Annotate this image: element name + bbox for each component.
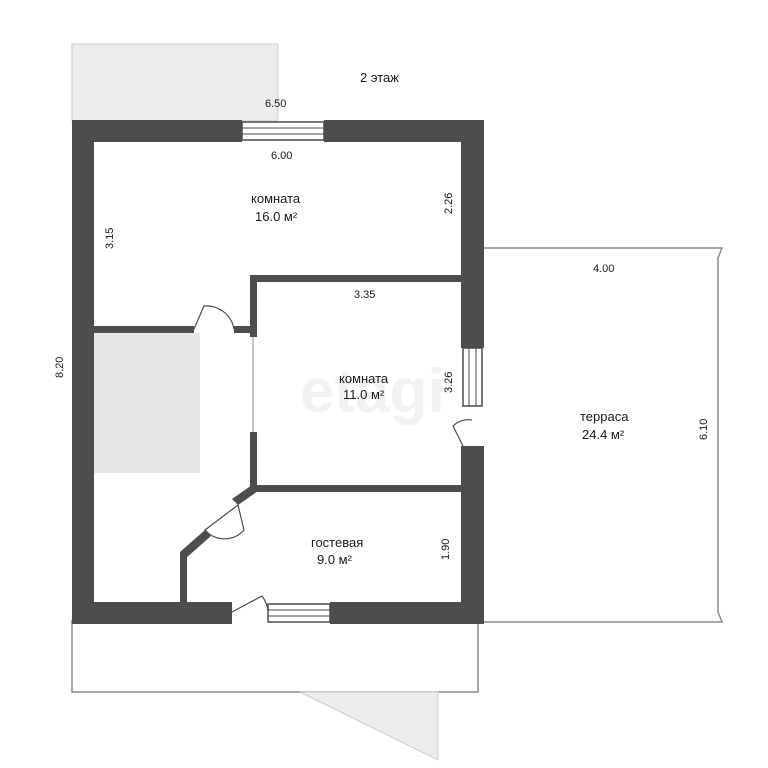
dim-room2-height: 3.26 <box>443 372 455 393</box>
right-window <box>462 347 483 407</box>
stair-door <box>193 305 235 330</box>
dim-room1-left: 3.15 <box>104 228 116 249</box>
bottom-door <box>231 595 269 613</box>
guest-name: гостевая <box>311 535 363 550</box>
guest-area: 9.0 м² <box>317 552 353 567</box>
terrace-area: 24.4 м² <box>582 427 625 442</box>
dim-outer-top: 6.50 <box>265 98 286 110</box>
floor-title: 2 этаж <box>360 70 399 85</box>
terrace-name: терраса <box>580 409 629 424</box>
top-window <box>241 121 325 141</box>
bottom-window <box>267 603 331 623</box>
watermark: etagi <box>300 357 445 426</box>
terrace-door <box>452 419 473 447</box>
stair-area <box>94 333 200 473</box>
guest-door <box>204 503 245 540</box>
dim-terrace-width: 4.00 <box>593 263 614 275</box>
room1-area: 16.0 м² <box>255 209 298 224</box>
dim-room2-width: 3.35 <box>354 289 375 301</box>
outer-walls <box>72 120 484 624</box>
room1-name: комната <box>251 191 301 206</box>
room2-area: 11.0 м² <box>343 387 385 402</box>
dim-room1-right: 2.26 <box>443 193 455 214</box>
lower-slope-balcony <box>299 691 439 761</box>
terrace-outline <box>480 247 724 623</box>
interior-walls <box>94 275 463 604</box>
dim-terrace-height: 6.10 <box>698 419 710 440</box>
room2-name: комната <box>339 371 389 386</box>
dim-guest-height: 1.90 <box>440 539 452 560</box>
lower-balcony <box>71 620 479 693</box>
upper-balcony <box>71 43 279 122</box>
dim-overall-height: 8.20 <box>54 357 66 378</box>
dim-room1-width: 6.00 <box>271 150 292 162</box>
